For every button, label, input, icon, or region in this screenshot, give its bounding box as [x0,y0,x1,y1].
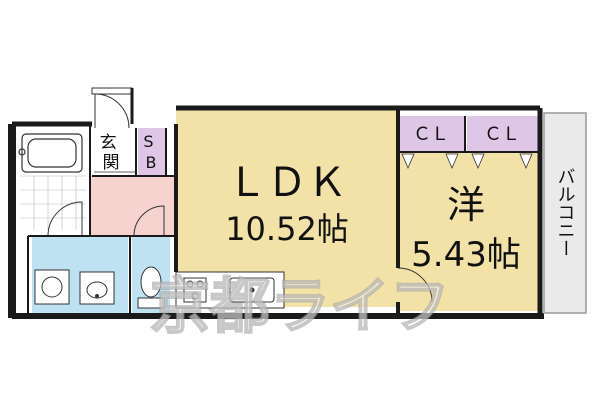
storage-label-line-2: B [146,153,157,172]
closet-1 [398,116,464,152]
storage-label: S B [143,132,158,172]
western-room-floor [398,153,538,311]
closet-2-label: ＣＬ [484,124,520,145]
closet-2 [467,116,538,152]
watermark: 京都ライフ [150,272,450,342]
western-room-door-swing [397,267,433,303]
entrance-label-line-1: 玄 [100,133,117,153]
toilet-icon [137,266,165,309]
closet-door-marks [401,153,533,170]
washing-machine-icon [34,269,70,305]
western-room-size: 5.43帖 [411,235,521,275]
bathtub-icon [18,133,83,173]
storage-label-line-1: S [143,132,153,151]
entrance-label-line-2: 関 [103,153,120,173]
walls [8,88,544,319]
entrance-door-icon [91,87,133,129]
closet-1-label: ＣＬ [413,124,449,145]
entrance-label: 玄 関 [100,133,122,173]
western-room-name: 洋 [447,183,485,227]
washbasin-icon [79,271,115,305]
balcony-label: バルコニー [555,167,576,257]
kitchen-counter [175,271,285,309]
balcony-outline [543,112,587,314]
storage-sb [138,128,166,176]
toilet-door-swing [133,205,165,237]
balcony-floor [544,113,586,313]
bath-floor [16,128,88,230]
washroom-door-swing [47,201,83,237]
ldk-name: ＬＤＫ [227,160,347,206]
ldk-size: 10.52帖 [225,210,349,248]
